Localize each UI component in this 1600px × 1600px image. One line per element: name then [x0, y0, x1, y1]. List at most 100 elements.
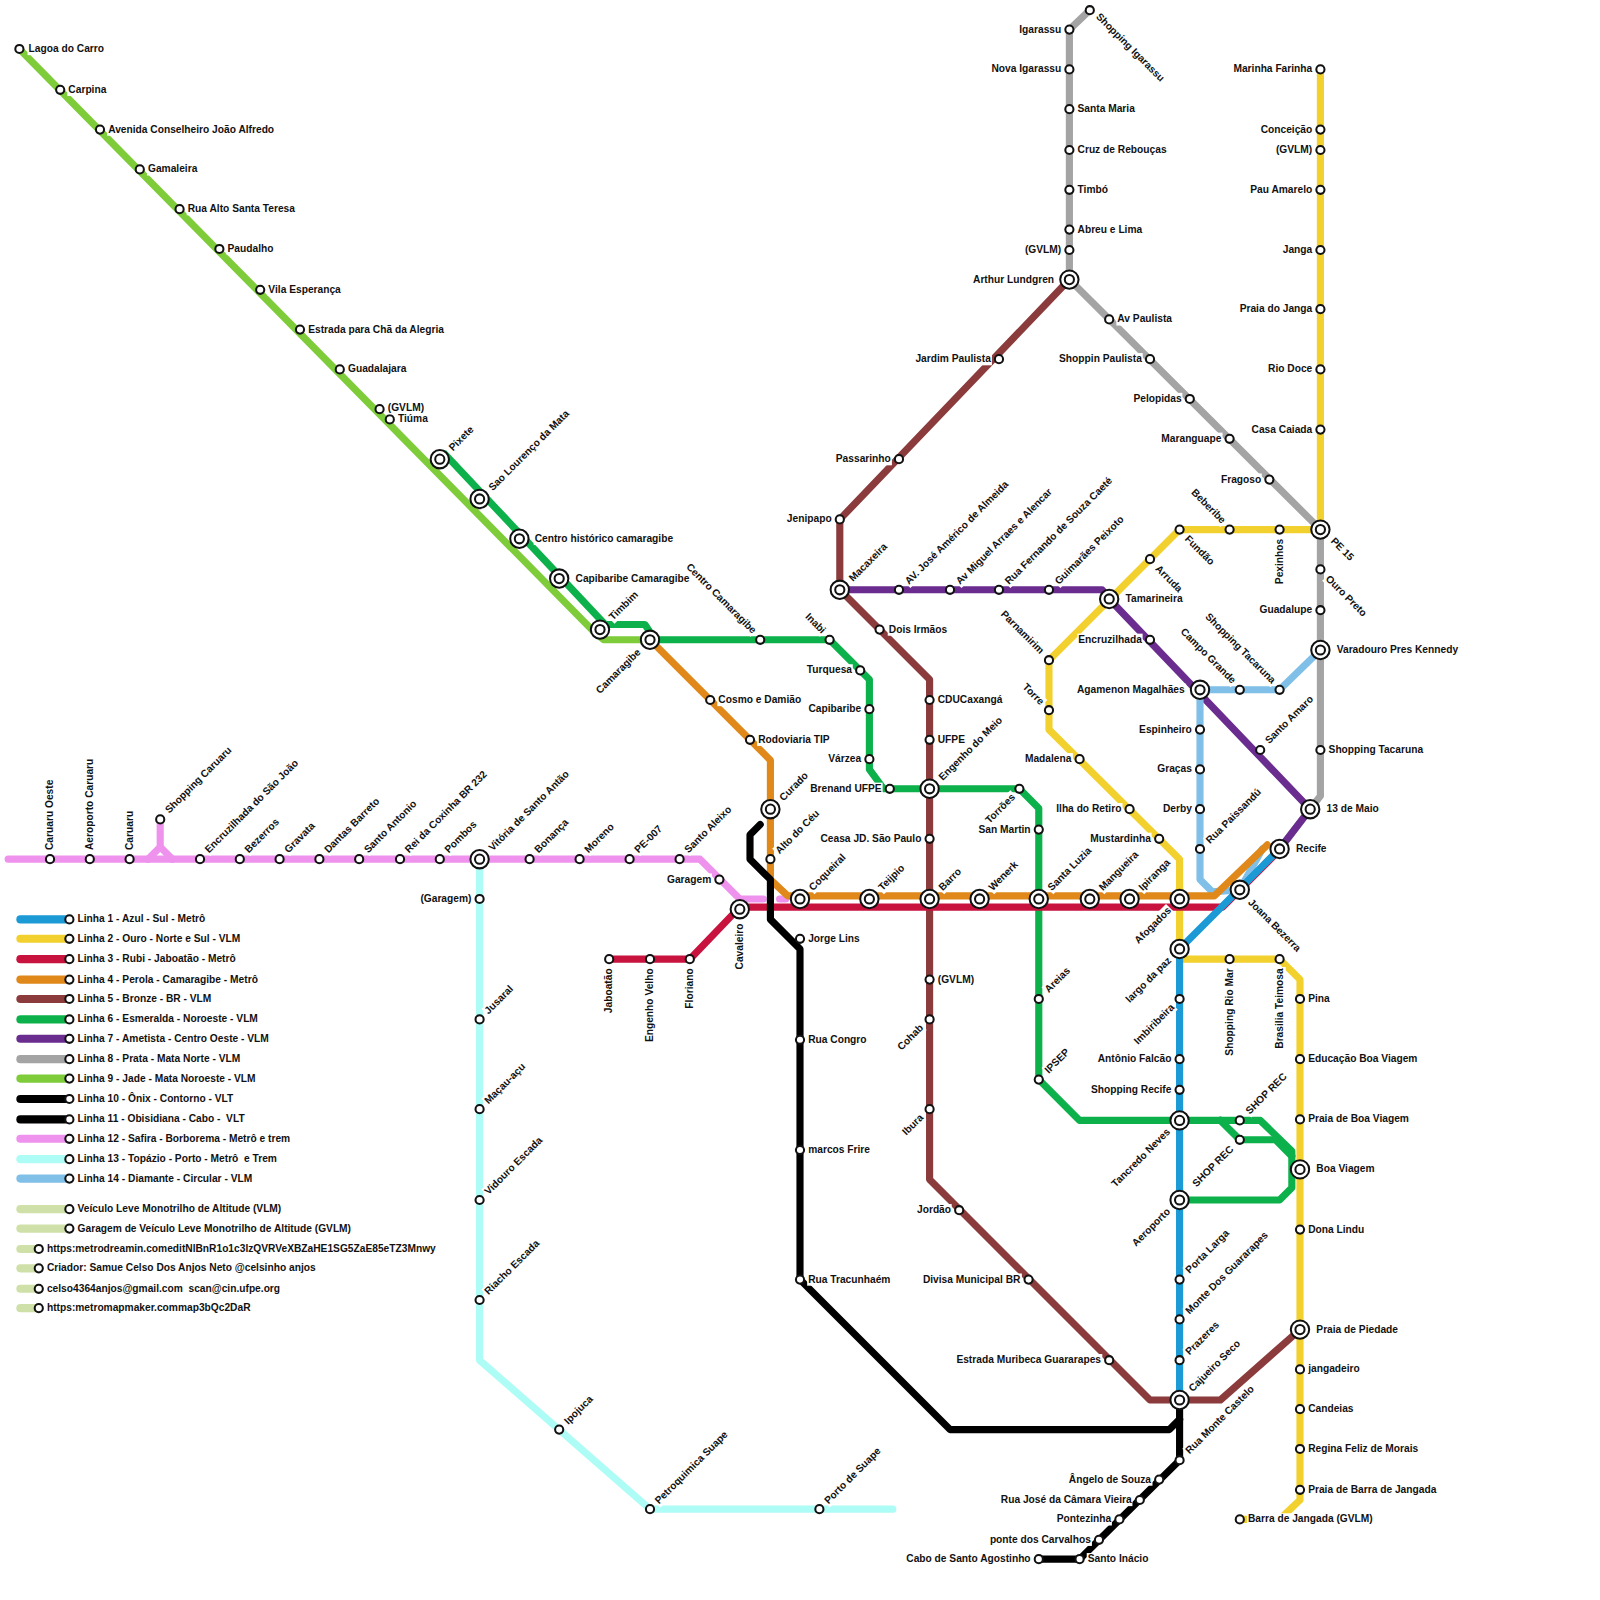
station-marker — [476, 1296, 484, 1304]
station-label: Praia de Piedade — [1315, 1323, 1399, 1335]
station-label: Lagoa do Carro — [28, 43, 105, 55]
station-marker — [86, 855, 94, 863]
station-dot — [34, 1303, 44, 1313]
legend-swatch — [16, 995, 69, 1003]
station-label: Shopping Tacaruna — [1328, 744, 1425, 756]
station-marker — [1296, 1486, 1304, 1494]
station-marker — [836, 515, 844, 523]
station-label: 13 de Maio — [1326, 803, 1380, 815]
station-label: Timbó — [1077, 184, 1109, 196]
station-dot — [64, 994, 74, 1004]
station-label: jangadeiro — [1307, 1363, 1361, 1375]
station-marker — [686, 955, 694, 963]
station-dot — [64, 934, 74, 944]
station-label: Arruda — [1152, 562, 1186, 596]
station-label: Shopping Rio Mar — [1223, 967, 1235, 1056]
station-marker — [1226, 955, 1234, 963]
station-label: Rua Paissandú — [1203, 785, 1265, 847]
station-marker — [1196, 845, 1204, 853]
station-label: Engenho Velho — [644, 967, 656, 1043]
station-label: Barra de Jangada (GVLM) — [1247, 1513, 1374, 1525]
station-marker — [1231, 881, 1249, 899]
station-label: Cabo de Santo Agostinho — [905, 1553, 1031, 1565]
station-marker — [1291, 1320, 1309, 1338]
station-label: Jorge Lins — [807, 933, 861, 945]
station-label: Jardim Paulista — [914, 353, 991, 365]
station-label: Pelopidas — [1132, 393, 1182, 405]
station-dot — [64, 974, 74, 984]
legend-text: celso4364anjos@gmail.com scan@cin.ufpe.o… — [47, 1283, 280, 1295]
station-marker — [1316, 426, 1324, 434]
station-marker — [136, 165, 144, 173]
map-group — [15, 6, 1324, 1563]
station-marker — [1236, 1515, 1244, 1523]
station-label: Ângelo de Souza — [1068, 1473, 1152, 1485]
station-label: Guadalupe — [1258, 604, 1313, 616]
station-marker — [1301, 800, 1319, 818]
station-marker — [926, 736, 934, 744]
station-marker — [1311, 520, 1329, 538]
station-label: Bonança — [531, 816, 572, 857]
station-label: Pina — [1307, 993, 1331, 1005]
station-marker — [1045, 586, 1053, 594]
station-marker — [955, 1206, 963, 1214]
station-label: Inabi — [802, 610, 829, 637]
station-dot — [64, 1223, 74, 1233]
station-label: PE-007 — [631, 822, 665, 856]
station-label: Praia de Boa Viagem — [1307, 1113, 1410, 1125]
station-marker — [815, 1505, 823, 1513]
station-label: Wenerk — [985, 858, 1021, 894]
station-marker — [296, 326, 304, 334]
station-marker — [436, 855, 444, 863]
station-marker — [476, 1015, 484, 1023]
station-marker — [920, 780, 938, 798]
station-marker — [1316, 365, 1324, 373]
station-marker — [1176, 1276, 1184, 1284]
station-marker — [276, 855, 284, 863]
station-marker — [431, 450, 449, 468]
station-label: Divisa Municipal BR — [922, 1273, 1022, 1285]
station-marker — [1045, 656, 1053, 664]
station-marker — [1196, 805, 1204, 813]
station-label: SHOP REC — [1189, 1143, 1237, 1191]
station-marker — [1035, 1076, 1043, 1084]
station-marker — [396, 855, 404, 863]
station-label: Torrões — [982, 791, 1018, 827]
metro-line — [609, 850, 1279, 959]
station-marker — [886, 785, 894, 793]
station-label: Pixete — [446, 423, 477, 454]
station-marker — [476, 1105, 484, 1113]
station-marker — [796, 1276, 804, 1284]
legend-text: Garagem de Veículo Leve Monotrilho de Al… — [78, 1222, 351, 1234]
station-marker — [1316, 746, 1324, 754]
station-label: (GVLM) — [1275, 144, 1313, 156]
station-marker — [796, 1036, 804, 1044]
station-marker — [1146, 555, 1154, 563]
station-marker — [796, 1146, 804, 1154]
station-marker — [1176, 995, 1184, 1003]
metro-line — [160, 847, 172, 859]
station-marker — [641, 631, 659, 649]
station-label: Maçau-açu — [481, 1060, 528, 1107]
station-marker — [1316, 65, 1324, 73]
legend-swatch — [16, 1155, 69, 1163]
station-marker — [470, 850, 488, 868]
station-label: Turquesa — [806, 664, 853, 676]
station-marker — [1176, 1086, 1184, 1094]
station-label: Santo Inácio — [1087, 1553, 1150, 1565]
station-label: Várzea — [827, 753, 862, 765]
legend-swatch — [16, 1055, 69, 1063]
station-dot — [64, 1094, 74, 1104]
station-marker — [1296, 1115, 1304, 1123]
station-marker — [1191, 681, 1209, 699]
station-marker — [646, 955, 654, 963]
metro-line — [1069, 10, 1320, 863]
station-marker — [995, 586, 1003, 594]
legend-swatch — [16, 915, 69, 923]
legend-text: https:metrodreamin.comeditNlBnR1o1c3lzQV… — [47, 1243, 436, 1255]
station-marker — [1155, 1476, 1163, 1484]
station-marker — [970, 890, 988, 908]
station-marker — [196, 855, 204, 863]
station-marker — [1316, 246, 1324, 254]
legend-text: Linha 11 - Obisidiana - Cabo - VLT — [78, 1113, 245, 1125]
